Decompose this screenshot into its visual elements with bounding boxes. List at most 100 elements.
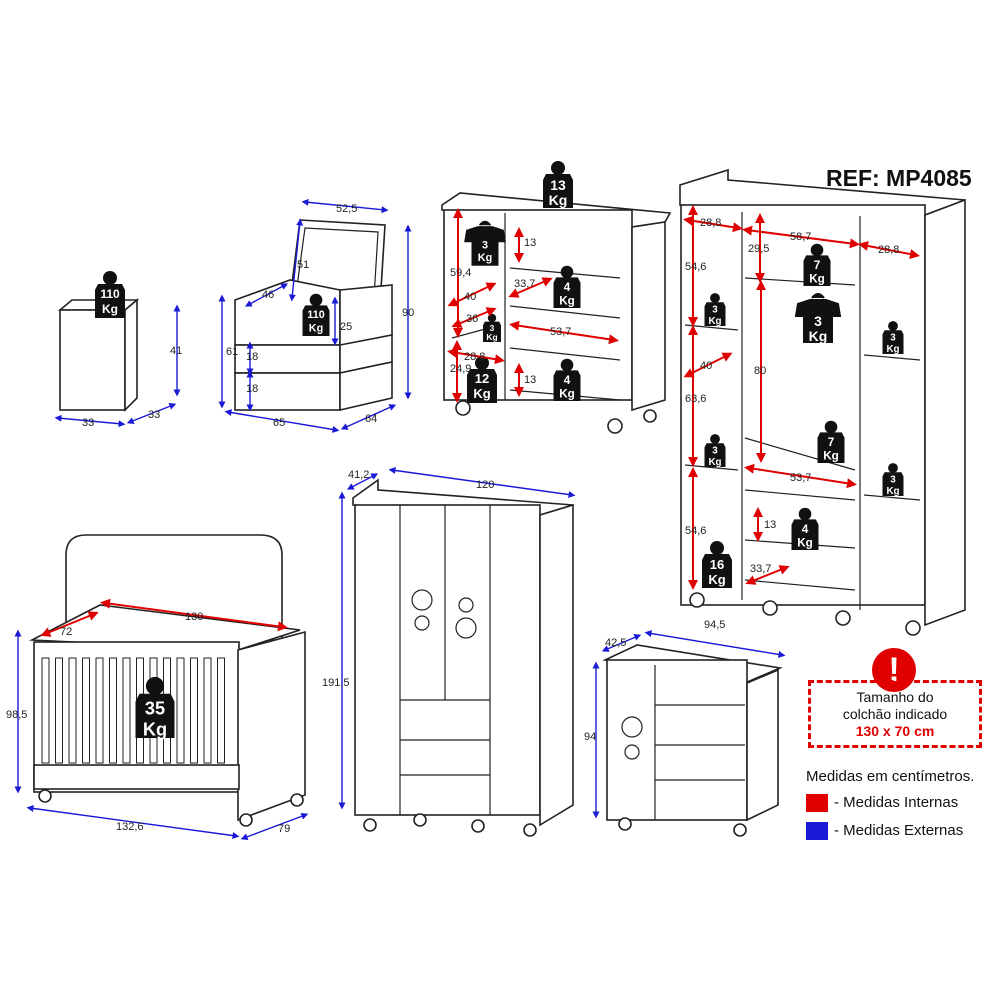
svg-text:16: 16 bbox=[710, 557, 724, 572]
svg-text:Kg: Kg bbox=[886, 486, 899, 497]
svg-text:3: 3 bbox=[482, 240, 488, 252]
svg-text:65: 65 bbox=[273, 417, 285, 429]
svg-text:13: 13 bbox=[524, 237, 536, 249]
shirt-icon: 3Kg bbox=[464, 220, 506, 266]
crib-slat bbox=[122, 657, 131, 764]
svg-text:35: 35 bbox=[145, 699, 165, 719]
svg-text:Kg: Kg bbox=[809, 328, 828, 344]
svg-text:29,5: 29,5 bbox=[748, 243, 769, 255]
svg-text:40: 40 bbox=[700, 360, 712, 372]
svg-text:94,5: 94,5 bbox=[704, 619, 725, 631]
svg-text:Kg: Kg bbox=[559, 294, 575, 307]
svg-text:Kg: Kg bbox=[886, 344, 899, 355]
svg-text:46: 46 bbox=[262, 289, 274, 301]
svg-text:Kg: Kg bbox=[708, 316, 721, 327]
dim-height: 41 bbox=[170, 345, 182, 357]
svg-text:Kg: Kg bbox=[309, 323, 323, 335]
crib-slat bbox=[176, 657, 185, 764]
svg-text:41,2: 41,2 bbox=[348, 469, 369, 481]
svg-text:Kg: Kg bbox=[486, 332, 497, 342]
svg-text:Kg: Kg bbox=[143, 719, 167, 739]
svg-text:58,7: 58,7 bbox=[790, 231, 811, 243]
svg-text:110: 110 bbox=[100, 287, 120, 301]
svg-text:51: 51 bbox=[297, 259, 309, 271]
svg-text:3: 3 bbox=[814, 313, 822, 329]
svg-text:13: 13 bbox=[550, 177, 566, 193]
svg-text:36: 36 bbox=[466, 313, 478, 325]
svg-text:52,5: 52,5 bbox=[336, 203, 357, 215]
svg-text:Kg: Kg bbox=[708, 457, 721, 468]
svg-text:110: 110 bbox=[307, 309, 324, 321]
crib-slat bbox=[68, 657, 77, 764]
svg-text:72: 72 bbox=[60, 626, 72, 638]
weight-icon: 3Kg bbox=[483, 313, 501, 342]
svg-text:132,6: 132,6 bbox=[116, 821, 144, 833]
svg-text:12: 12 bbox=[475, 371, 489, 386]
red-swatch-icon bbox=[806, 794, 828, 813]
crib-slat bbox=[41, 657, 50, 764]
svg-text:191,5: 191,5 bbox=[322, 677, 350, 689]
svg-text:Kg: Kg bbox=[708, 572, 725, 587]
svg-text:3: 3 bbox=[712, 446, 718, 457]
svg-text:Kg: Kg bbox=[809, 272, 825, 285]
svg-text:18: 18 bbox=[246, 351, 258, 363]
wardrobe-closed: 41,2 120 191,5 bbox=[322, 467, 576, 837]
svg-text:54,6: 54,6 bbox=[685, 525, 706, 537]
svg-text:94: 94 bbox=[584, 731, 596, 743]
crib-slat bbox=[203, 657, 212, 764]
legend-external: - Medidas Externas bbox=[806, 822, 963, 841]
legend-title: Medidas em centímetros. bbox=[806, 768, 975, 785]
svg-text:28,8: 28,8 bbox=[464, 351, 485, 363]
crib-slat bbox=[109, 657, 117, 764]
svg-text:3: 3 bbox=[890, 333, 896, 344]
svg-text:3: 3 bbox=[890, 475, 896, 486]
svg-text:7: 7 bbox=[814, 259, 821, 272]
blue-swatch-icon bbox=[806, 822, 828, 841]
svg-text:24,9: 24,9 bbox=[450, 363, 471, 375]
svg-text:7: 7 bbox=[828, 436, 835, 449]
crib-slat bbox=[95, 657, 104, 764]
svg-text:18: 18 bbox=[246, 383, 258, 395]
svg-text:54,6: 54,6 bbox=[685, 261, 706, 273]
dresser-closed: 42,5 94 bbox=[584, 630, 786, 837]
svg-text:40: 40 bbox=[464, 291, 476, 303]
svg-text:Kg: Kg bbox=[478, 252, 492, 264]
weight-icon: 4Kg bbox=[553, 265, 581, 308]
svg-text:4: 4 bbox=[802, 523, 809, 536]
dim-depth: 33 bbox=[148, 409, 160, 421]
svg-text:98,5: 98,5 bbox=[6, 709, 27, 721]
exclamation-icon: ! bbox=[872, 648, 916, 692]
crib-slat bbox=[217, 657, 225, 764]
svg-text:61: 61 bbox=[226, 346, 238, 358]
legend-internal: - Medidas Internas bbox=[806, 794, 958, 813]
svg-text:Kg: Kg bbox=[549, 192, 568, 208]
crib-slat bbox=[55, 657, 63, 764]
svg-text:4: 4 bbox=[564, 374, 571, 387]
svg-text:80: 80 bbox=[754, 365, 766, 377]
reference-code: REF: MP4085 bbox=[826, 165, 972, 191]
svg-text:120: 120 bbox=[476, 479, 494, 491]
svg-text:59,4: 59,4 bbox=[450, 267, 471, 279]
svg-text:25: 25 bbox=[340, 321, 352, 333]
dim-width: 33 bbox=[82, 417, 94, 429]
mattress-notice: Tamanho do colchão indicado 130 x 70 cm bbox=[808, 680, 982, 748]
svg-text:90: 90 bbox=[402, 307, 414, 319]
svg-text:Kg: Kg bbox=[102, 302, 118, 316]
svg-text:63,6: 63,6 bbox=[685, 393, 706, 405]
svg-text:4: 4 bbox=[564, 281, 571, 294]
svg-text:33,7: 33,7 bbox=[750, 563, 771, 575]
svg-text:3: 3 bbox=[490, 323, 495, 333]
svg-text:28,8: 28,8 bbox=[700, 217, 721, 229]
svg-text:13: 13 bbox=[524, 374, 536, 386]
svg-text:Kg: Kg bbox=[797, 536, 813, 549]
mattress-size: 130 x 70 cm bbox=[855, 723, 935, 739]
